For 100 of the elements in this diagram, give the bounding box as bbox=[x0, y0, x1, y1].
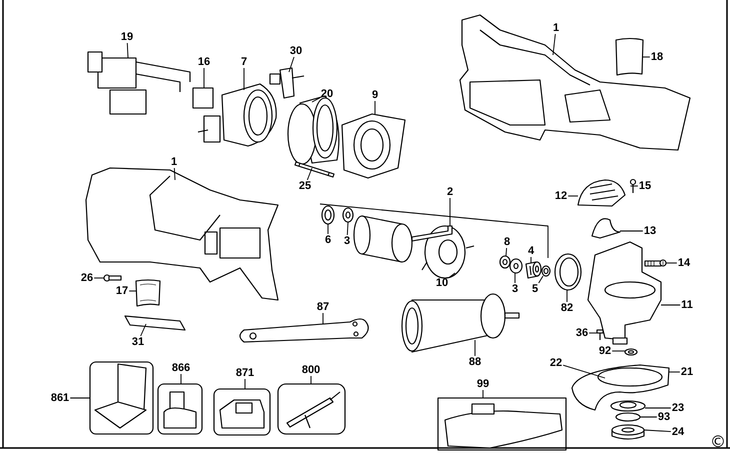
callout-number: 87 bbox=[316, 301, 330, 313]
leader-line bbox=[566, 290, 568, 302]
callout-number: 25 bbox=[298, 180, 312, 192]
callout-number: 93 bbox=[656, 411, 672, 423]
callout-number: 800 bbox=[300, 364, 322, 376]
wheel-guard-drawing bbox=[571, 364, 670, 411]
bolt-drawing bbox=[644, 259, 667, 267]
washer-drawing bbox=[321, 205, 335, 225]
washer-drawing bbox=[624, 348, 638, 356]
leader-line bbox=[346, 222, 348, 236]
leader-line bbox=[306, 168, 312, 180]
carbon-brush-drawing bbox=[269, 67, 304, 99]
brush-holder-drawing bbox=[192, 87, 221, 143]
leader-line bbox=[374, 100, 376, 114]
leader-line bbox=[640, 416, 658, 418]
callout-number: 88 bbox=[468, 356, 482, 368]
callout-number: 22 bbox=[548, 357, 564, 369]
leader-line bbox=[474, 340, 476, 356]
callout-number: 17 bbox=[114, 285, 130, 297]
clip-drawing bbox=[591, 218, 621, 239]
leader-line bbox=[642, 56, 650, 58]
leader-line bbox=[312, 97, 320, 102]
ring-drawing bbox=[541, 265, 551, 277]
leader-line bbox=[310, 376, 312, 384]
callout-number: 866 bbox=[170, 362, 192, 374]
callout-number: 8 bbox=[502, 236, 512, 248]
callout-number: 21 bbox=[680, 366, 694, 378]
callout-number: 3 bbox=[342, 235, 352, 247]
armature-drawing bbox=[353, 215, 453, 263]
leader-line bbox=[140, 324, 146, 336]
callout-number: 92 bbox=[598, 345, 612, 357]
leader-line bbox=[538, 276, 544, 284]
copyright-mark: © bbox=[710, 434, 726, 450]
leader-line bbox=[620, 230, 644, 232]
guard-kit-drawing bbox=[437, 397, 567, 451]
callout-number: 19 bbox=[120, 31, 134, 43]
leader-line bbox=[448, 272, 456, 278]
bearing-drawing bbox=[525, 261, 542, 279]
tool-accessory-drawing bbox=[277, 383, 346, 435]
spanner-drawing bbox=[239, 318, 369, 343]
leader-line bbox=[126, 42, 128, 58]
label-plate-drawing bbox=[135, 279, 161, 307]
callout-number: 1 bbox=[170, 156, 178, 168]
battery-pack-drawing bbox=[157, 383, 203, 435]
cover-drawing bbox=[577, 179, 626, 207]
callout-number: 7 bbox=[240, 56, 248, 68]
callout-number: 99 bbox=[476, 378, 490, 390]
label-plate-drawing bbox=[615, 38, 644, 76]
callout-number: 12 bbox=[554, 190, 568, 202]
callout-number: 26 bbox=[80, 272, 94, 284]
housing-half-drawing bbox=[459, 14, 691, 151]
leader-line bbox=[174, 168, 176, 180]
washer-drawing bbox=[342, 207, 354, 223]
callout-number: 24 bbox=[670, 426, 686, 438]
callout-number: 4 bbox=[526, 245, 536, 257]
callout-number: 18 bbox=[650, 51, 664, 63]
callout-number: 36 bbox=[574, 327, 590, 339]
leader-line bbox=[288, 56, 294, 72]
callout-number: 861 bbox=[50, 392, 70, 404]
leader-line bbox=[588, 332, 598, 334]
ring-drawing bbox=[615, 412, 641, 422]
label-strip-drawing bbox=[124, 315, 186, 331]
leader-line bbox=[612, 350, 626, 352]
carry-case-drawing bbox=[89, 361, 154, 435]
callout-number: 10 bbox=[434, 277, 450, 289]
leader-line bbox=[244, 378, 246, 390]
callout-number: 31 bbox=[130, 336, 146, 348]
callout-number: 14 bbox=[676, 257, 692, 269]
callout-number: 6 bbox=[324, 234, 332, 246]
callout-number: 15 bbox=[638, 180, 652, 192]
leader-line bbox=[660, 304, 681, 306]
callout-number: 871 bbox=[234, 367, 256, 379]
leader-line bbox=[530, 256, 532, 264]
side-handle-drawing bbox=[401, 293, 520, 353]
callout-number: 11 bbox=[680, 299, 694, 311]
charger-drawing bbox=[213, 388, 271, 436]
callout-number: 3 bbox=[510, 283, 520, 295]
flange-drawing bbox=[610, 400, 646, 412]
callout-number: 5 bbox=[530, 283, 540, 295]
leader-line bbox=[322, 312, 324, 324]
pin-drawing bbox=[294, 161, 335, 178]
screw-drawing bbox=[596, 329, 604, 340]
leader-line bbox=[644, 430, 672, 432]
leader-line bbox=[514, 272, 516, 284]
callout-number: 30 bbox=[288, 45, 304, 57]
leader-line bbox=[562, 364, 606, 378]
washer-drawing bbox=[499, 255, 511, 269]
switch-drawing bbox=[87, 51, 191, 115]
callout-number: 2 bbox=[446, 186, 454, 198]
flange-nut-drawing bbox=[611, 424, 645, 440]
leader-line bbox=[666, 262, 678, 264]
leader-line bbox=[506, 248, 508, 256]
washer-drawing bbox=[509, 258, 523, 274]
leader-line bbox=[552, 34, 556, 56]
callout-number: 82 bbox=[560, 302, 574, 314]
seal-ring-drawing bbox=[554, 253, 582, 291]
callout-number: 23 bbox=[670, 402, 686, 414]
leader-line bbox=[482, 390, 484, 398]
fan-baffle-drawing bbox=[421, 225, 475, 279]
leader-line bbox=[128, 290, 136, 292]
